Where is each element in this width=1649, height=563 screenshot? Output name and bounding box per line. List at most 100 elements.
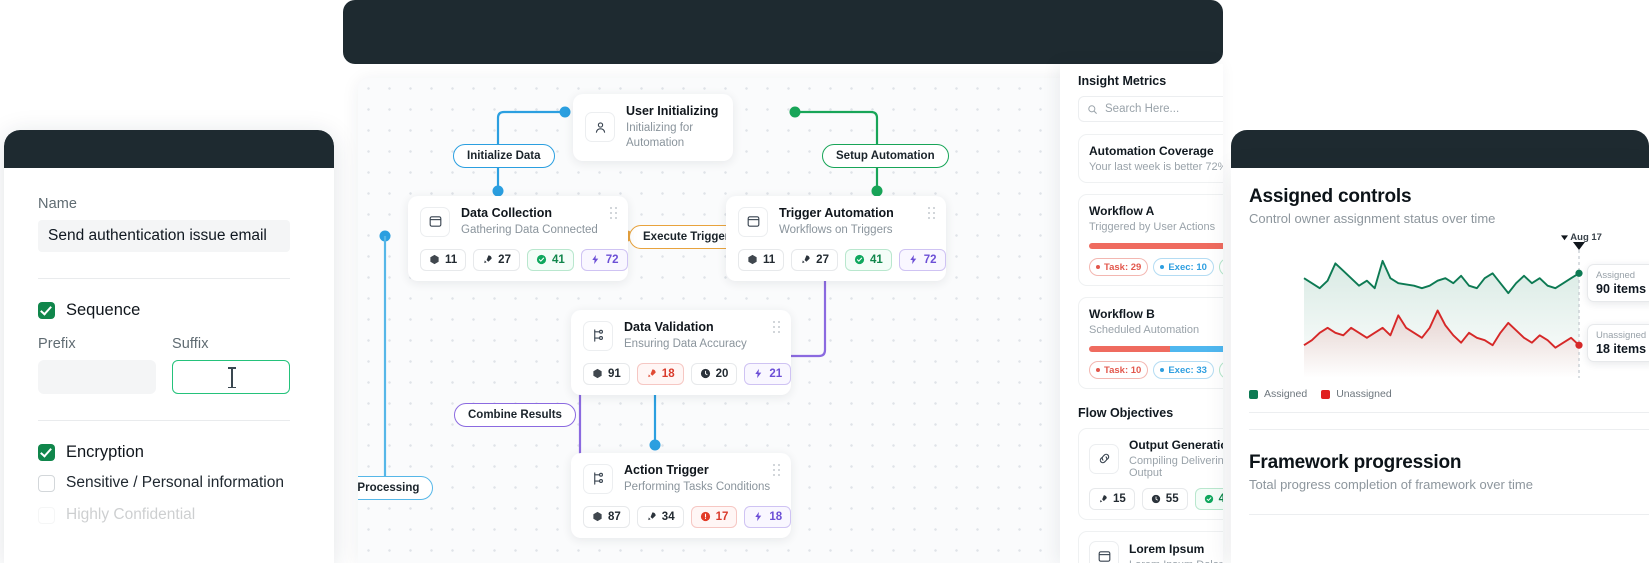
metric-card-sub: Triggered by User Actions (1089, 221, 1216, 233)
objective-card-lorem-ipsum[interactable]: Lorem Ipsum Lorem Ipsum Dolor (1078, 531, 1223, 563)
badge-label: Exec: 33 (1168, 364, 1207, 376)
sequence-checkbox[interactable] (38, 302, 55, 319)
objective-text: Lorem Ipsum Lorem Ipsum Dolor (1129, 542, 1223, 563)
chart-subtitle: Control owner assignment status over tim… (1249, 211, 1496, 226)
badge-value: 17 (715, 510, 729, 523)
prefix-input[interactable] (38, 360, 156, 394)
badge-clock[interactable]: 20 (690, 362, 738, 385)
node-subtitle: Performing Tasks Conditions (624, 480, 771, 493)
node-title: Data Validation (624, 320, 714, 334)
node-title: Action Trigger (624, 463, 709, 477)
chart-panel: Assigned controls Control owner assignme… (1231, 168, 1649, 563)
sensitive-checkbox-row[interactable]: Sensitive / Personal information (38, 474, 300, 492)
tooltip-value: 18 items (1596, 342, 1647, 356)
flow-node-trigger-automation[interactable]: Trigger Automation Workflows on Triggers… (726, 196, 946, 281)
suffix-group: Suffix (172, 336, 290, 394)
badge-done[interactable]: Done: 11 (1218, 258, 1223, 276)
objective-card-output-generation[interactable]: Output Generation Compiling Delivering O… (1078, 428, 1223, 520)
assigned-controls-chart: Assigned controls Control owner assignme… (1231, 168, 1649, 515)
badge-value: 91 (608, 367, 621, 380)
tooltip-assigned: Assigned 90 items (1587, 264, 1649, 302)
metric-badges: Task: 10 Exec: 33 Done: 11 (1089, 361, 1223, 379)
node-title: User Initializing (626, 104, 719, 118)
drag-handle-icon[interactable] (773, 321, 782, 334)
badge-rocket[interactable]: 27 (791, 248, 838, 271)
badge-cube[interactable]: 87 (583, 505, 630, 528)
badge-rocket[interactable]: 15 (1089, 488, 1135, 510)
badge-bolt[interactable]: 21 (744, 362, 792, 385)
metric-card-heading: Workflow A (1089, 204, 1155, 218)
node-title: Data Collection (461, 206, 552, 220)
badge-bolt[interactable]: 72 (580, 248, 628, 271)
badge-cube[interactable]: 11 (738, 248, 785, 271)
tree-icon (583, 463, 613, 494)
flow-pill-ct-processing[interactable]: ct Processing (358, 476, 434, 500)
node-badges: 11 27 41 72 (738, 248, 946, 271)
badge-value: 11 (763, 253, 776, 266)
encryption-label: Encryption (66, 443, 144, 461)
confidential-checkbox-row[interactable]: Highly Confidential (38, 506, 300, 524)
name-input[interactable]: Send authentication issue email (38, 220, 290, 252)
flow-node-data-validation[interactable]: Data Validation Ensuring Data Accuracy 9… (571, 310, 792, 395)
badge-value: 15 (1113, 493, 1126, 505)
legend-swatch (1321, 389, 1331, 399)
node-header: Trigger Automation Workflows on Triggers (738, 206, 934, 238)
drag-handle-icon[interactable] (928, 207, 937, 220)
flow-pill-setup-automation[interactable]: Setup Automation (822, 144, 949, 168)
badge-error[interactable]: 17 (690, 505, 738, 528)
objective-sub: Compiling Delivering Output (1129, 455, 1223, 479)
badge-rocket[interactable]: 18 (636, 362, 684, 385)
badge-value: 20 (715, 367, 729, 380)
metrics-search-input[interactable]: Search Here... (1078, 96, 1223, 122)
badge-check[interactable]: 41 (1194, 488, 1223, 510)
box-icon (420, 206, 450, 237)
badge-clock[interactable]: 55 (1141, 488, 1188, 510)
flow-node-data-collection[interactable]: Data Collection Gathering Data Connected… (408, 196, 628, 281)
legend-item-assigned[interactable]: Assigned (1249, 388, 1307, 400)
drag-handle-icon[interactable] (610, 207, 619, 220)
sensitive-checkbox[interactable] (38, 474, 55, 492)
badge-cube[interactable]: 11 (420, 248, 467, 271)
badge-task[interactable]: Task: 10 (1089, 361, 1149, 379)
flow-node-action-trigger[interactable]: Action Trigger Performing Tasks Conditio… (571, 453, 792, 538)
badge-check[interactable]: 41 (844, 248, 892, 271)
metric-card-automation-coverage[interactable]: Automation Coverage Your last week is be… (1078, 134, 1223, 183)
badge-rocket[interactable]: 34 (636, 505, 684, 528)
divider-2 (38, 420, 290, 421)
badge-value: 87 (608, 510, 621, 523)
badge-rocket[interactable]: 27 (473, 248, 520, 271)
flow-node-user-initializing[interactable]: User Initializing Initializing for Autom… (573, 94, 733, 161)
badge-value: 27 (498, 253, 511, 266)
flow-pill-initialize-data[interactable]: Initialize Data (453, 144, 555, 168)
encryption-checkbox-row[interactable]: Encryption (38, 443, 300, 462)
flow-pill-combine-results[interactable]: Combine Results (454, 403, 576, 427)
drag-handle-icon[interactable] (773, 464, 782, 477)
user-icon (585, 112, 615, 143)
suffix-input[interactable] (172, 360, 290, 394)
badge-value: 27 (816, 253, 829, 266)
legend-item-unassigned[interactable]: Unassigned (1321, 388, 1392, 400)
badge-task[interactable]: Task: 29 (1089, 258, 1149, 276)
sensitive-label: Sensitive / Personal information (66, 474, 284, 491)
encryption-checkbox[interactable] (38, 444, 55, 461)
badge-check[interactable]: 41 (526, 248, 574, 271)
badge-exec[interactable]: Exec: 10 (1153, 258, 1214, 276)
chart-legend: Assigned Unassigned (1249, 388, 1649, 400)
node-badges: 87 34 17 18 (583, 505, 792, 528)
metric-card-workflow-a[interactable]: Workflow A Triggered by User Actions Tas… (1078, 194, 1223, 286)
tree-icon (583, 320, 613, 351)
badge-exec[interactable]: Exec: 33 (1153, 361, 1214, 379)
metric-progress-bar (1089, 346, 1223, 352)
chart-plot-area[interactable]: Aug 17 Assigned 90 items Unassigned 18 i… (1249, 232, 1649, 378)
node-subtitle: Workflows on Triggers (779, 223, 893, 236)
badge-bolt[interactable]: 18 (744, 505, 792, 528)
badge-bolt[interactable]: 72 (898, 248, 946, 271)
chart-divider-1 (1249, 412, 1649, 413)
badge-value: 41 (551, 253, 565, 266)
confidential-checkbox[interactable] (38, 506, 55, 524)
badge-cube[interactable]: 91 (583, 362, 630, 385)
badge-done[interactable]: Done: 11 (1218, 361, 1223, 379)
sequence-checkbox-row[interactable]: Sequence (38, 301, 300, 320)
metric-card-workflow-b[interactable]: Workflow B Scheduled Automation Task: 10… (1078, 297, 1223, 389)
